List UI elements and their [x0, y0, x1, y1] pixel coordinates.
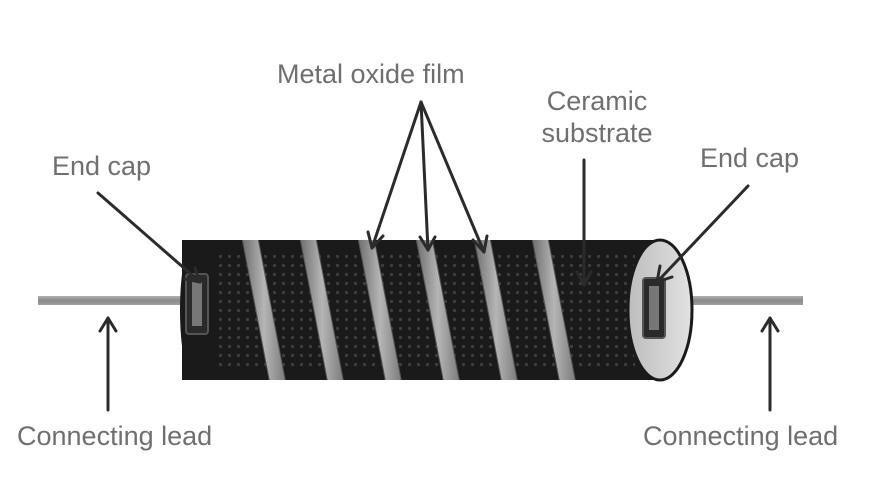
film-arrow-2	[419, 100, 430, 252]
ceramic-substrate-label: Ceramic substrate	[531, 85, 663, 149]
film-arrow-1-head	[366, 230, 385, 250]
film-arrow-3	[419, 100, 486, 254]
right-lead-arrow-head	[760, 316, 780, 333]
label-arrows	[96, 100, 780, 412]
ceramic-substrate-line1: Ceramic	[546, 86, 648, 116]
right-connecting-lead-label: Connecting lead	[643, 421, 839, 451]
left-lead-arrow-head	[98, 316, 118, 333]
right-end-cap	[642, 277, 666, 339]
substrate-arrow-head	[575, 270, 593, 287]
metal-oxide-film-label: Metal oxide film	[277, 59, 465, 89]
right-end-cap-label: End cap	[700, 143, 800, 173]
left-endcap-arrow-head	[183, 266, 202, 284]
film-arrow-3-head	[471, 234, 489, 254]
right-endcap-arrow	[655, 184, 750, 284]
film-arrow-2-head	[418, 235, 437, 252]
left-end-cap-label: End cap	[52, 151, 152, 181]
right-connecting-lead	[670, 296, 803, 305]
film-arrow-1	[370, 100, 423, 250]
left-end-cap	[185, 273, 209, 335]
left-connecting-lead-label: Connecting lead	[17, 421, 213, 451]
right-endcap-arrow-head	[655, 264, 674, 284]
left-connecting-lead	[38, 296, 188, 305]
left-endcap-arrow	[96, 191, 202, 284]
metal-oxide-film-strips	[241, 240, 576, 380]
ceramic-substrate-line2: substrate	[541, 118, 653, 148]
